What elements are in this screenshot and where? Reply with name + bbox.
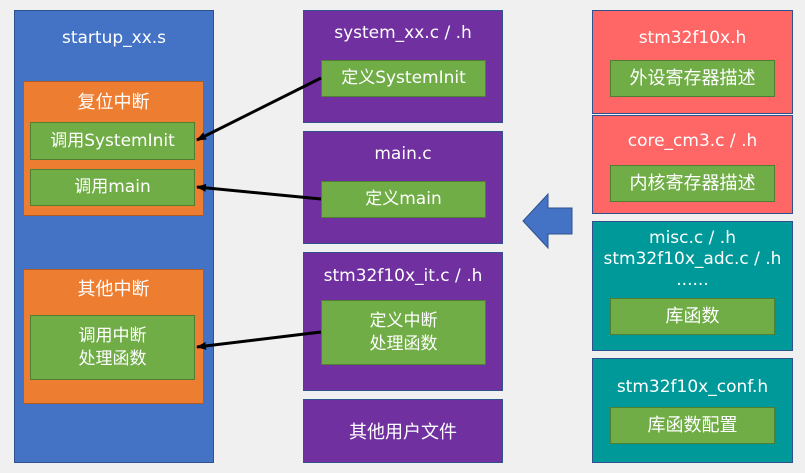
core-cm3-title: core_cm3.c / .h	[627, 131, 758, 151]
define-systeminit: 定义SystemInit	[321, 60, 486, 97]
call-main: 调用main	[30, 169, 195, 206]
library-config: 库函数配置	[610, 407, 775, 444]
library-functions: 库函数	[610, 298, 775, 335]
library-config-title: stm32f10x_conf.h	[616, 377, 769, 397]
other-user-files-block: 其他用户文件	[303, 399, 503, 463]
define-interrupt-handler: 定义中断 处理函数	[321, 300, 486, 365]
system-file-title: system_xx.c / .h	[334, 23, 472, 43]
call-systeminit: 调用SystemInit	[30, 122, 195, 160]
main-file-title: main.c	[374, 144, 432, 164]
other-user-files-title: 其他用户文件	[349, 422, 457, 443]
other-interrupt-title: 其他中断	[77, 279, 150, 300]
interrupt-file-title: stm32f10x_it.c / .h	[323, 266, 483, 286]
define-main: 定义main	[321, 181, 486, 218]
peripheral-register-desc: 外设寄存器描述	[610, 60, 775, 97]
core-register-desc: 内核寄存器描述	[610, 165, 775, 202]
big-left-arrow-icon	[522, 192, 573, 250]
library-files-title: misc.c / .h stm32f10x_adc.c / .h ......	[603, 228, 782, 290]
startup-file-title: startup_xx.s	[61, 28, 167, 48]
stm32f10x-header-title: stm32f10x.h	[638, 28, 747, 48]
reset-interrupt-title: 复位中断	[77, 92, 150, 113]
call-interrupt-handler: 调用中断 处理函数	[30, 315, 195, 380]
